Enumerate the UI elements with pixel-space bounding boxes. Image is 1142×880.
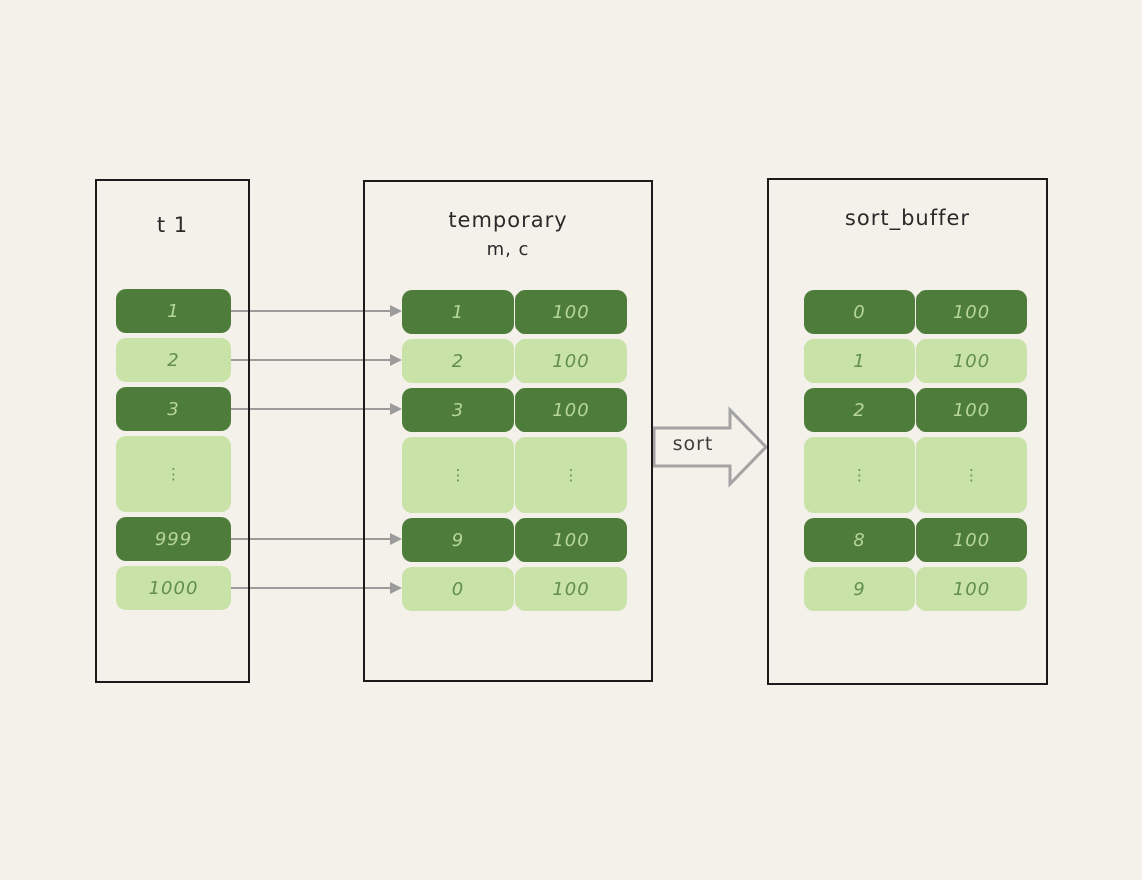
table-cell: ⋮ [116,436,231,512]
table-cell: 3 [402,388,514,432]
table-cell: ⋮ [515,437,627,513]
table-cell: 100 [515,518,627,562]
table-cell: 8 [804,518,915,562]
box-title-sort-buffer: sort_buffer [844,206,971,230]
table-row: 1 [116,289,231,333]
box-title-t1: t 1 [156,213,189,237]
table-cell: ⋮ [804,437,915,513]
table-cell: ⋮ [916,437,1027,513]
table-cell: 1000 [116,566,231,610]
table-cell: 2 [402,339,514,383]
table-row: 1000 [116,566,231,610]
table-row: 2 [116,338,231,382]
table-cell: 100 [916,388,1027,432]
table-cell: 100 [515,290,627,334]
table-cell: 999 [116,517,231,561]
table-row: 999 [116,517,231,561]
table-cell: 100 [515,388,627,432]
table-cell: ⋮ [402,437,514,513]
table-cell: 1 [804,339,915,383]
table-cell: 100 [916,567,1027,611]
table-cell: 100 [515,567,627,611]
t1-rows: 1 2 3 ⋮ 999 1000 [116,289,231,610]
table-cell: 0 [402,567,514,611]
table-row: 3 [116,387,231,431]
table-row: ⋮ [116,436,231,512]
table-cell: 3 [116,387,231,431]
table-cell: 1 [402,290,514,334]
box-subtitle-temporary: m, c [486,239,530,260]
sort-arrow-label: sort [672,433,714,455]
table-cell: 100 [515,339,627,383]
table-cell: 100 [916,290,1027,334]
box-title-temporary: temporary [448,208,568,232]
table-cell: 1 [116,289,231,333]
table-cell: 9 [804,567,915,611]
table-row: ⋮⋮ [804,430,1027,520]
table-cell: 100 [916,518,1027,562]
table-row: ⋮⋮ [402,430,627,520]
table-cell: 2 [116,338,231,382]
table-box-t1: t 1 1 2 3 ⋮ 999 1000 [95,179,250,683]
table-cell: 2 [804,388,915,432]
table-cell: 0 [804,290,915,334]
table-cell: 100 [916,339,1027,383]
table-cell: 9 [402,518,514,562]
